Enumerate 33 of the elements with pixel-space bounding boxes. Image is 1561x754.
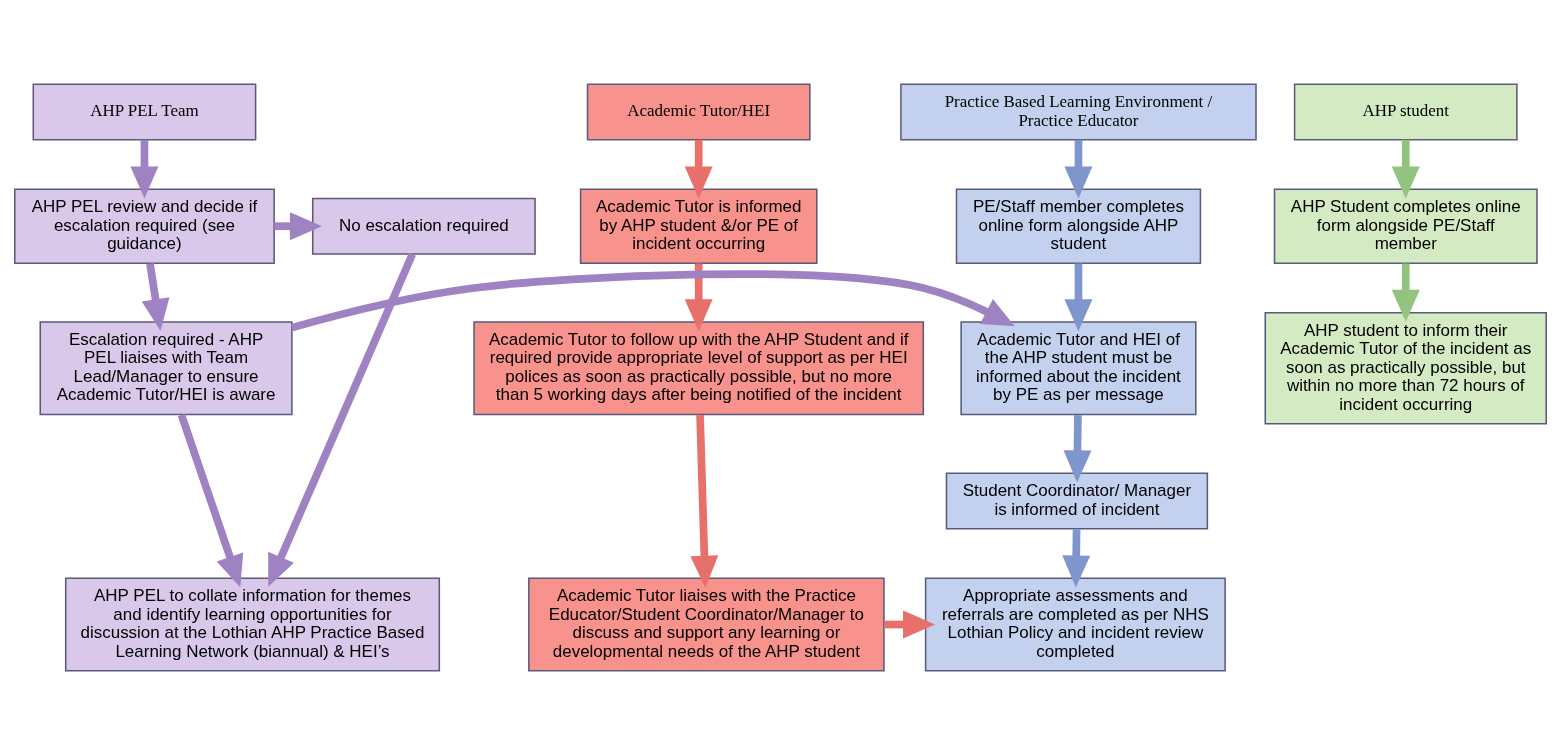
node-box: AHP PEL Team [32,82,257,140]
arrow [684,139,713,198]
node-box: AHP student [1293,82,1518,140]
arrow [274,211,322,240]
arrow [268,252,416,587]
arrow [1064,263,1093,331]
arrow [130,139,159,198]
node-box: Academic Tutor is informed by AHP student &/or PE of incident occurring [579,187,818,264]
node-box: Academic Tutor to follow up with the AHP Student and if required provide appropriate level of support as per HEI polices as soon as practically possible, but no more than 5 working days after being notified of the incident [473,320,925,415]
node-box: AHP PEL review and decide if escalation required (see guidance) [14,187,275,264]
node-box: Student Coordinator/ Manager is informed of incident [945,471,1209,530]
node-box: AHP PEL to collate information for themes and identify learning opportunities for discussion at the Lothian AHP Practice Based Learning Network (biannual) & HEI’s [64,576,441,672]
node-box: No escalation required [311,197,536,255]
arrow [141,262,170,331]
arrow [690,414,719,588]
arrow [684,263,713,331]
arrow [1063,414,1092,482]
node-box: Appropriate assessments and referrals are completed as per NHS Lothian Policy and incident review completed [924,576,1226,672]
node-box: Academic Tutor and HEI of the AHP student must be informed about the incident by PE as per message [960,320,1197,415]
node-box: Academic Tutor/HEI [586,82,811,140]
arrow [1391,139,1420,198]
arrow [290,269,1015,331]
arrow [884,610,936,639]
node-box: PE/Staff member completes online form alongside AHP student [955,187,1202,264]
arrow [1391,263,1420,322]
node-box: AHP student to inform their Academic Tutor of the incident as soon as practically possible, but within no more than 72 hours of incident occurring [1264,311,1547,425]
node-box: Practice Based Learning Environment / Practice Educator [900,82,1257,140]
node-box: Academic Tutor liaises with the Practice Educator/Student Coordinator/Manager to discuss and support any learning or developmental needs of the AHP student [528,576,885,672]
node-box: AHP Student completes online form alongside PE/Staff member [1273,187,1538,264]
arrow [1062,528,1091,587]
arrow [1064,139,1093,198]
node-box: Escalation required - AHP PEL liaises with Team Lead/Manager to ensure Academic Tutor/HEI is aware [39,320,293,415]
arrow [177,413,244,587]
